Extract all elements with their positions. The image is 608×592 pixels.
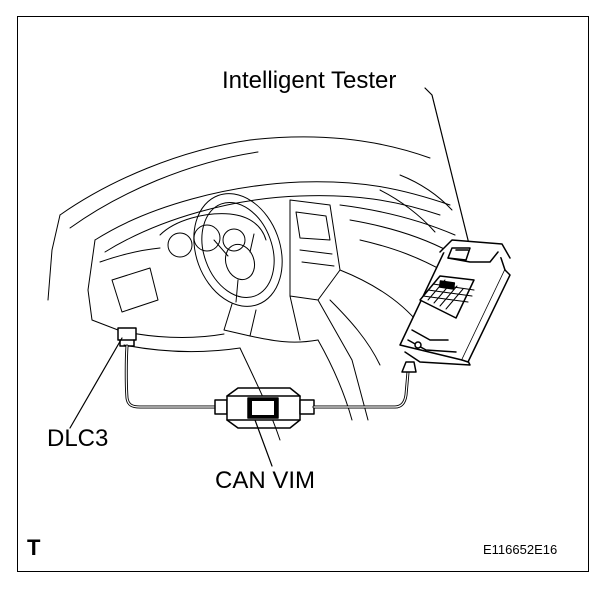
figure-code: E116652E16	[483, 542, 558, 557]
leader-dlc3	[69, 337, 123, 429]
corner-letter: T	[27, 535, 41, 560]
can-vim-module	[214, 387, 315, 429]
dlc3-label: DLC3	[47, 425, 109, 452]
intelligent-tester-device	[399, 239, 511, 373]
dlc3-connector	[117, 327, 137, 347]
cable-dlc3-to-vim	[124, 344, 217, 409]
dashboard-interior	[47, 136, 456, 441]
leader-intelligent-tester	[424, 87, 471, 249]
leader-can-vim	[254, 419, 273, 467]
intelligent-tester-label: Intelligent Tester	[222, 67, 397, 94]
cable-vim-to-tester	[312, 370, 410, 409]
can-vim-label: CAN VIM	[215, 467, 316, 494]
